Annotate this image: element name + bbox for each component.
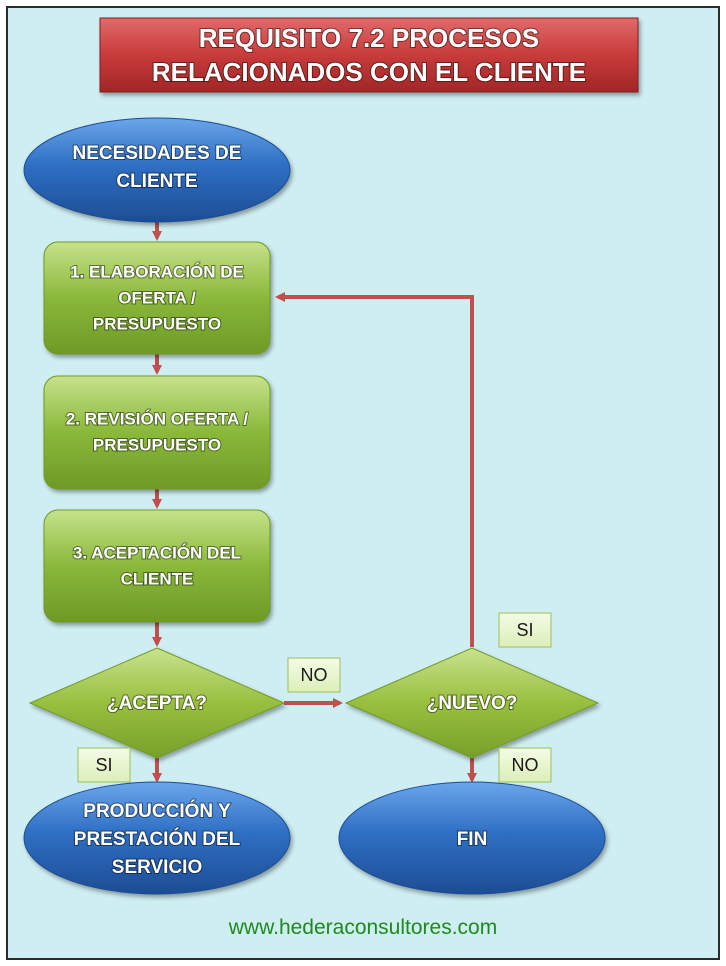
end-oval [338, 781, 606, 895]
title-banner: REQUISITO 7.2 PROCESOS RELACIONADOS CON … [99, 17, 639, 93]
step1-box [43, 241, 271, 355]
node-step1: 1. ELABORACIÓN DE OFERTA / PRESUPUESTO [43, 241, 271, 355]
start-line-1: NECESIDADES DE [73, 143, 242, 164]
step2-line-2: PRESUPUESTO [93, 435, 221, 454]
edge-label-accept-no: NO [287, 657, 341, 693]
production-line-2: PRESTACIÓN DEL [74, 828, 241, 850]
new-label: ¿NUEVO? [427, 693, 518, 714]
accept-diamond [28, 647, 286, 759]
node-step3: 3. ACEPTACIÓN DEL CLIENTE [43, 509, 271, 623]
new-diamond [344, 647, 600, 759]
node-end: FIN [338, 781, 606, 895]
production-line-1: PRODUCCIÓN Y [83, 800, 231, 822]
connectors [152, 222, 477, 783]
start-oval [23, 117, 291, 223]
step2-box [43, 375, 271, 490]
node-step2: 2. REVISIÓN OFERTA / PRESUPUESTO [43, 375, 271, 490]
accept-label: ¿ACEPTA? [107, 693, 207, 714]
edge-label-accept-yes: SI [77, 747, 131, 783]
new-no-text: NO [512, 755, 539, 775]
accept-no-box [287, 657, 341, 693]
step3-box [43, 509, 271, 623]
title-line-2: RELACIONADOS CON EL CLIENTE [152, 57, 586, 87]
arrow-new-yes-to-step1 [275, 292, 474, 647]
new-yes-box [498, 612, 552, 648]
node-start: NECESIDADES DE CLIENTE [23, 117, 291, 223]
production-oval [23, 781, 291, 895]
footer-url[interactable]: www.hederaconsultores.com [228, 916, 498, 939]
end-label: FIN [457, 829, 488, 850]
step3-line-2: CLIENTE [121, 569, 194, 588]
new-yes-text: SI [516, 620, 533, 640]
title-line-1: REQUISITO 7.2 PROCESOS [199, 23, 540, 53]
start-line-2: CLIENTE [116, 171, 197, 192]
step1-line-2: OFERTA / [118, 288, 196, 307]
step3-line-1: 3. ACEPTACIÓN DEL [73, 543, 241, 562]
edge-label-new-yes: SI [498, 612, 552, 648]
node-decision-accept: ¿ACEPTA? [28, 647, 286, 759]
accept-yes-text: SI [95, 755, 112, 775]
new-no-box [498, 747, 552, 783]
production-line-3: SERVICIO [112, 857, 202, 878]
step1-line-3: PRESUPUESTO [93, 314, 221, 333]
accept-yes-box [77, 747, 131, 783]
accept-no-text: NO [301, 665, 328, 685]
step2-line-1: 2. REVISIÓN OFERTA / [66, 409, 249, 428]
node-decision-new: ¿NUEVO? [344, 647, 600, 759]
title-box [99, 17, 639, 93]
step1-line-1: 1. ELABORACIÓN DE [70, 262, 244, 281]
edge-label-new-no: NO [498, 747, 552, 783]
node-production: PRODUCCIÓN Y PRESTACIÓN DEL SERVICIO [23, 781, 291, 895]
